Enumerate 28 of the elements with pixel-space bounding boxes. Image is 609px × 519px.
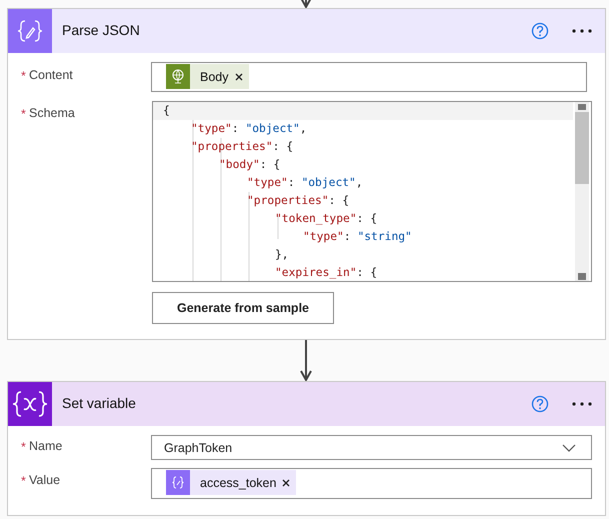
field-label: Content	[29, 68, 73, 82]
token-text: Body	[200, 70, 228, 84]
field-label: Value	[29, 473, 60, 487]
action-card	[7, 8, 606, 340]
code-line: },	[275, 248, 289, 261]
required-mark: *	[21, 69, 26, 83]
code-line: "type": "object",	[191, 122, 307, 135]
action-card	[7, 381, 606, 516]
code-line: "properties": {	[247, 194, 350, 207]
required-mark: *	[21, 107, 26, 121]
arrow	[300, 0, 312, 8]
card-title: Set variable	[62, 395, 136, 411]
code-line: {	[163, 104, 170, 117]
code-line: "properties": {	[191, 140, 294, 153]
code-line: "body": {	[219, 158, 280, 171]
field-label: Name	[29, 439, 62, 453]
arrow	[300, 340, 312, 381]
code-line: "type": "string"	[303, 230, 412, 243]
required-mark: *	[21, 440, 26, 454]
dropdown-value: GraphToken	[164, 441, 232, 455]
token-text: access_token	[200, 476, 276, 490]
code-line: "token_type": {	[275, 212, 378, 225]
field-label: Schema	[29, 106, 75, 120]
card-title: Parse JSON	[62, 22, 140, 38]
code-line: "type": "object",	[247, 176, 363, 189]
code-line: "expires_in": {	[275, 266, 378, 279]
required-mark: *	[21, 474, 26, 488]
generate-button: Generate from sample	[152, 292, 334, 324]
